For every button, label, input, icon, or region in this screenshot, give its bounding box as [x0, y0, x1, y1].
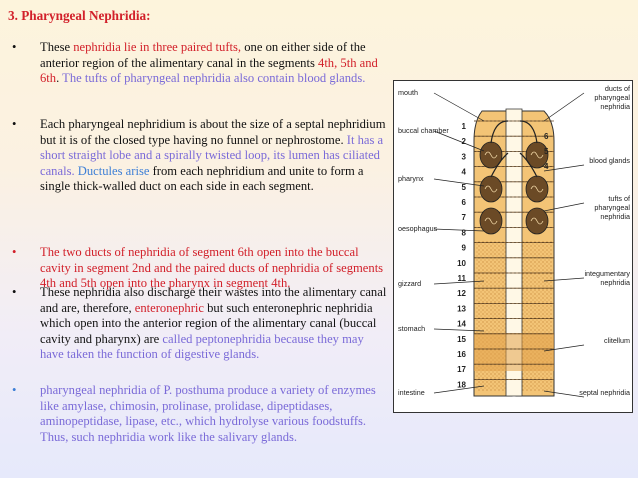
segment-number: 17 [457, 365, 466, 374]
right-leader-line [543, 390, 585, 398]
segment-number: 14 [457, 320, 466, 329]
right-leader-line [543, 92, 585, 122]
bullet-text-segment: These nephridia also discharge their was… [40, 285, 387, 315]
left-label: gizzard [398, 279, 421, 288]
bullet-text-segment: but such enteronephric nephridia which o… [40, 300, 377, 346]
alimentary-canal [505, 108, 523, 397]
right-leader-line [543, 277, 585, 282]
bullet-dot: • [12, 285, 17, 299]
right-label: nephridia [600, 278, 630, 287]
bullet-item: • These nephridia lie in three paired tuf… [10, 40, 390, 87]
nephridium-coil [530, 217, 544, 225]
duct-right-upper [519, 120, 538, 144]
figure-svg: 123456789101112131415161718654mouthbucca… [398, 84, 630, 398]
right-leader-line [543, 164, 585, 172]
slide-title: 3. Pharyngeal Nephridia: [8, 8, 151, 23]
bullet-text-segment: It has a short straight lobe and a spira… [40, 132, 384, 178]
segment-number: 18 [457, 380, 466, 389]
right-label: pharyngeal [594, 93, 630, 102]
duct-right-lower [519, 152, 538, 178]
left-leader-line [433, 130, 485, 152]
left-leader-line [433, 385, 485, 394]
segment-number: 5 [462, 183, 467, 192]
nephridium-coil [484, 217, 498, 225]
segment-number: 1 [462, 122, 467, 131]
segment-number: 12 [457, 289, 466, 298]
bullet-text-segment: pharyngeal nephridia of P. posthuma prod… [40, 383, 376, 444]
duct-segment-number: 6 [544, 132, 549, 141]
left-leader-line [433, 228, 485, 232]
segment-number: 15 [457, 335, 466, 344]
left-label: pharynx [398, 174, 424, 183]
nephridium-coil [484, 185, 498, 193]
bullet-text-segment: Ductules arise [77, 163, 150, 178]
left-leader-line [433, 92, 485, 122]
segment-number: 8 [462, 228, 467, 237]
segment-number: 7 [462, 213, 467, 222]
segment-number: 9 [462, 244, 467, 253]
right-label: septal nephridia [579, 388, 630, 397]
clitellum-band [474, 333, 554, 371]
left-label: buccal chamber [398, 126, 449, 135]
bullet-dot: • [12, 245, 17, 259]
left-label: oesophagus [398, 224, 438, 233]
bullet-text-segment: These [40, 40, 74, 54]
bullet-text-segment: 4th, 5th and 6th [40, 55, 378, 86]
left-label: mouth [398, 88, 418, 97]
bullet-item: • These nephridia also discharge their wa… [10, 285, 390, 363]
right-label: tufts of [608, 194, 630, 203]
right-label: ducts of [605, 84, 630, 93]
bullet-item: • The two ducts of nephridia of segment 6… [10, 245, 390, 292]
bullet-item: • Each pharyngeal nephridium is about the… [10, 117, 390, 195]
bullet-text-segment: nephridia lie in three paired tufts, [73, 40, 245, 54]
right-label: nephridia [600, 102, 630, 111]
segment-number: 13 [457, 304, 466, 313]
bullet-dot: • [12, 383, 17, 397]
left-leader-line [433, 178, 485, 187]
segment-number: 4 [462, 168, 467, 177]
duct-left-lower [490, 152, 509, 178]
right-leader-line [543, 344, 585, 352]
segment-number: 11 [458, 274, 467, 283]
bullet-dot: • [12, 117, 17, 131]
bullet-text-segment: . [56, 71, 63, 85]
duct-segment-number: 4 [544, 162, 549, 171]
segment-number: 6 [462, 198, 467, 207]
right-label: blood glands [589, 156, 630, 165]
bullet-text-segment: one on either side of the anterior regio… [40, 40, 366, 70]
left-label: intestine [398, 388, 425, 397]
nephridium-coil [530, 185, 544, 193]
nephridium-coil [530, 151, 544, 159]
duct-segment-number: 5 [544, 147, 549, 156]
bullet-text-segment: called peptonephridia because they may h… [40, 331, 364, 362]
left-label: stomach [398, 324, 425, 333]
segment-number: 3 [462, 152, 467, 161]
left-leader-line [433, 280, 485, 285]
right-label: nephridia [600, 212, 630, 221]
left-leader-line [433, 328, 485, 332]
bullet-dot: • [12, 40, 17, 54]
bullet-text-segment: from each nephridium and unite to form a… [40, 163, 364, 194]
duct-left-upper [490, 120, 509, 144]
right-label: pharyngeal [594, 203, 630, 212]
right-label: clitellum [604, 336, 630, 345]
bullet-text-segment: enteronephric [134, 300, 204, 315]
segment-number: 2 [462, 137, 467, 146]
bullet-text-segment: The two ducts of nephridia of segment 6t… [40, 245, 384, 290]
segment-number: 10 [457, 259, 466, 268]
bullet-item: • pharyngeal nephridia of P. posthuma pro… [10, 383, 390, 445]
right-label: integumentary [584, 269, 630, 278]
bullet-text-segment: Each pharyngeal nephridium is about the … [40, 117, 386, 147]
bullet-text-segment: The tufts of pharyngeal nephridia also c… [62, 71, 366, 85]
right-leader-line [543, 202, 585, 212]
nephridium-coil [484, 151, 498, 159]
segment-number: 16 [457, 350, 466, 359]
